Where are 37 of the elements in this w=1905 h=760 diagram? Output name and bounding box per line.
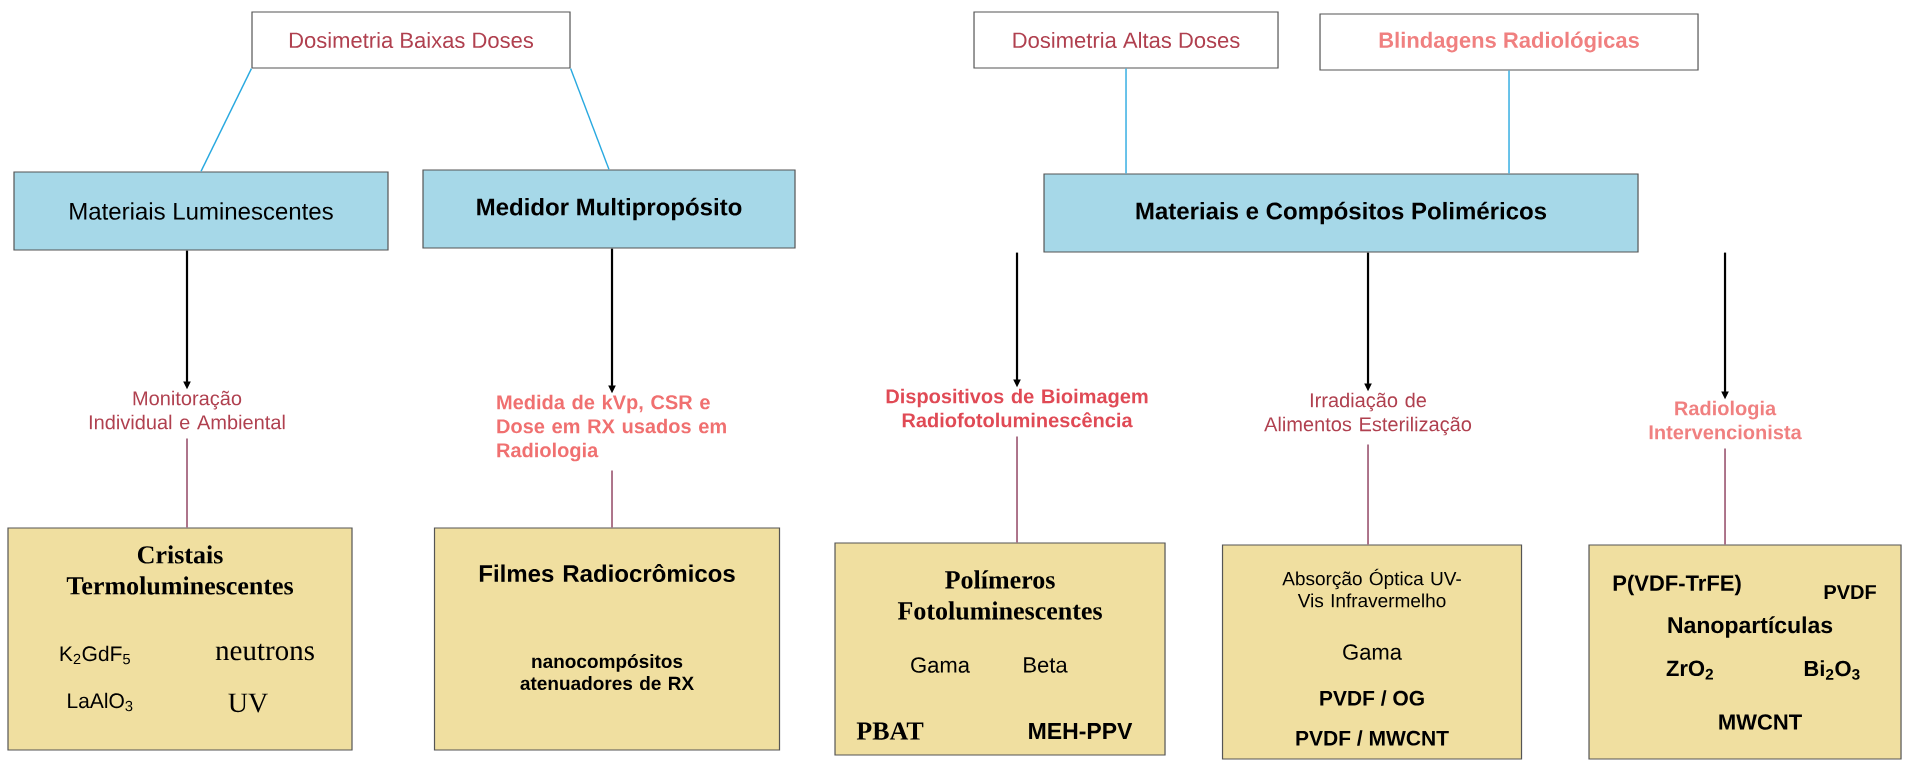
connector-line (1367, 443, 1369, 546)
material-label: PVDF / MWCNT (1296, 730, 1449, 746)
connector-line (1724, 447, 1726, 546)
material-label: neutrons (215, 643, 314, 661)
application-text: Radiologia Intervencionista (1649, 400, 1802, 440)
material-label: PVDF (1824, 585, 1876, 599)
connector-line (611, 469, 613, 529)
material-label: MEH-PPV (1029, 723, 1133, 739)
material-label: UV (228, 693, 268, 713)
connector-line (186, 437, 188, 529)
material-label: Nanopartículas (1668, 616, 1833, 638)
category-box: Medidor Multipropósito (422, 169, 796, 249)
material-label: K$_{2}$GdF$_{5}$ (60, 645, 130, 665)
application-text: Dispositivos de Bioimagem Radiofotoluminescência (886, 388, 1148, 428)
material-label: ZrO$_{2}$ (1666, 660, 1713, 680)
material-label: Beta (1024, 657, 1068, 673)
application-text: Monitoração Individual e Ambiental (89, 390, 285, 430)
label-box: Dosimetria Altas Doses (973, 11, 1279, 69)
category-box: Materiais e Compósitos Poliméricos (1043, 173, 1639, 253)
material-label: PBAT (856, 722, 924, 740)
connector-line (1016, 435, 1018, 544)
material-label: Gama (1343, 644, 1402, 660)
application-text: Irradiação de Alimentos Esterilização (1264, 392, 1472, 436)
connector-line (1125, 67, 1127, 175)
connector-line (200, 67, 253, 173)
application-text: Medida de kVp, CSR e Dose em RX usados em Radiologia (497, 394, 726, 462)
material-label: MWCNT (1719, 714, 1802, 730)
label-box: Dosimetria Baixas Doses (251, 11, 571, 69)
label-box: Blindagens Radiológicas (1319, 13, 1699, 71)
material-label: Bi$_{2}$O$_{3}$ (1804, 660, 1860, 680)
material-label: Gama (911, 657, 970, 673)
connector-line (569, 67, 610, 171)
category-box: Materiais Luminescentes (13, 171, 389, 251)
connector-line (1508, 69, 1510, 175)
material-label: LaAlO$_{3}$ (68, 692, 133, 712)
material-label: nanocompósitos atenuadores de RX (520, 653, 694, 691)
material-label: PVDF / OG (1320, 690, 1424, 706)
